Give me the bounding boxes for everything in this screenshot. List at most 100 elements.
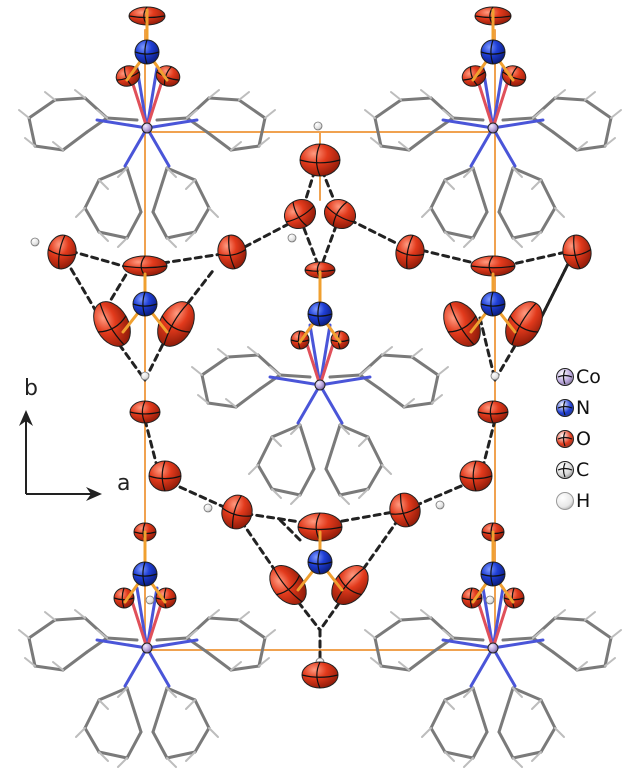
- nitrate-br-n-atom-body: [480, 561, 506, 587]
- o-atom-17: [395, 234, 425, 270]
- lig-tr-arm1-b3: [583, 98, 613, 120]
- lig-bl-con-0: [95, 638, 149, 650]
- nitrate-br-n-atom-octant-v: [490, 561, 494, 587]
- nitrate-lwall-n-atom-octant-v: [142, 291, 146, 317]
- lig-br-arm0-h1: [420, 609, 432, 619]
- lig-br-ring1-h0: [512, 687, 523, 698]
- lig-mid-ring0-b1: [256, 435, 274, 467]
- lig-bl-arm0-b3: [27, 618, 57, 640]
- lig-bl-ring1-h4: [166, 757, 177, 768]
- lig-br-con-1: [491, 638, 545, 650]
- lig-tl-arm1-h1: [208, 89, 220, 99]
- lig-tr-arm0-b0: [451, 116, 485, 122]
- lig-tl-ring1-b3: [165, 230, 197, 240]
- lig-tr-ring0-b5: [471, 166, 489, 214]
- o-atom-16: [157, 301, 195, 347]
- o-atom-27: [459, 460, 493, 492]
- legend-label-h: H: [576, 490, 591, 512]
- nitrate-tr-n-atom: [480, 39, 506, 65]
- lig-mid-con-1: [318, 375, 372, 387]
- lig-br-con-0: [441, 638, 495, 650]
- o-atom-24-octant-h: [148, 475, 182, 480]
- lig-tr-arm0-b3: [373, 98, 403, 120]
- legend-label-o: O: [576, 428, 591, 450]
- lig-bl-arm1-h3: [264, 629, 276, 639]
- lig-tl-arm1-b4: [257, 116, 267, 148]
- axis-label-a: a: [117, 471, 131, 496]
- lig-tl-ring0-h3: [98, 231, 109, 242]
- lig-br-arm1-b6: [551, 650, 579, 672]
- nitrate-tl-n-atom-octant-v: [144, 39, 148, 65]
- lig-tl-arm1-b6: [205, 130, 233, 152]
- lig-bl-arm1-h0: [186, 629, 198, 639]
- lig-br-ring0-b3: [443, 750, 475, 760]
- legend-item-o: O: [556, 426, 591, 452]
- lig-tl-ring1-b5: [151, 166, 169, 214]
- lig-bl-ring1-b1: [193, 698, 211, 730]
- lig-bl-arm0-b4: [27, 636, 37, 668]
- lig-br-ring1-b2: [539, 726, 557, 754]
- lig-tr-ring0-b2: [429, 206, 447, 234]
- lig-tl-arm0-h4: [24, 137, 36, 147]
- nitrate-br-n-atom: [480, 561, 506, 587]
- lig-mid-ring0-b3: [270, 487, 302, 497]
- o-atom-31-octant-v: [316, 661, 321, 689]
- o-atom-18-body: [562, 234, 592, 270]
- o-atom-5-octant-v: [509, 66, 518, 86]
- o-atom-13-body: [217, 234, 247, 270]
- lig-br-arm1-h2: [584, 611, 596, 621]
- lig-tl-ring1-b1: [193, 178, 211, 210]
- lig-bl-ring0-b2: [83, 726, 101, 754]
- ligand-layer: [18, 66, 622, 768]
- o-atom-22: [129, 400, 161, 424]
- lig-tl-arm0-b2: [53, 96, 87, 102]
- o-atom-7-body: [283, 198, 317, 230]
- nitrate-lwall-n-atom-octant-h: [132, 303, 158, 307]
- lig-tr-ring0-b1: [429, 178, 447, 210]
- lig-mid-con-2: [296, 383, 322, 425]
- lig-tl-ring1-h4: [166, 237, 177, 248]
- lig-mid-co-atom: [314, 379, 326, 391]
- lig-tl-arm1-b2: [207, 96, 241, 102]
- c-atom-icon: [556, 461, 574, 479]
- lig-br-ring1-b4: [497, 730, 515, 760]
- o-atom-7-octant-v: [292, 201, 308, 227]
- o-atom-23-octant-h: [477, 411, 509, 415]
- lig-bl-ring1-b4: [151, 730, 169, 760]
- o-atom-18-octant-v: [573, 235, 581, 270]
- lig-tl-ring0-b2: [83, 206, 101, 234]
- lig-mid-arm0-h4: [197, 394, 209, 404]
- lig-tl-arm0-h2: [44, 91, 56, 101]
- nitrate-bl-n-atom: [132, 561, 158, 587]
- nitrate-tr-n-atom-octant-v: [490, 39, 494, 65]
- o-atom-22-octant-v: [141, 400, 146, 424]
- lig-tr-arm1-h3: [610, 109, 622, 119]
- lig-tr-arm0-h4: [370, 137, 382, 147]
- lig-br-ring0-b2: [429, 726, 447, 754]
- lig-tr-ring0-h3: [444, 231, 455, 242]
- nitrate-rwall-n-atom-octant-h: [480, 303, 506, 307]
- o-atom-30-body: [331, 565, 369, 605]
- lig-tl-con-3: [145, 126, 171, 168]
- lig-tr-arm0-h0: [442, 109, 454, 119]
- lig-tr-coo-1: [491, 76, 511, 130]
- lig-tr-con-3: [491, 126, 517, 168]
- lig-mid-ring1-h1: [358, 436, 369, 447]
- o-atom-18: [562, 234, 592, 270]
- nitrate-lwall-n-atom: [132, 291, 158, 317]
- o-atom-27-octant-v: [472, 460, 477, 492]
- lig-bl-arm1-b5: [229, 664, 261, 672]
- lig-tl-arm0-b0: [105, 116, 139, 122]
- lig-mid-ring0-b2: [256, 463, 274, 491]
- lig-bl-arm1-b0: [155, 636, 189, 642]
- lig-br-con-3: [491, 646, 517, 688]
- lig-bl-arm1-b6: [205, 650, 233, 672]
- lig-tl-ring1-h2: [208, 207, 219, 218]
- lig-tl-arm0-h0: [96, 109, 108, 119]
- lig-br-ring0-b1: [429, 698, 447, 730]
- lig-br-arm0-b5: [379, 664, 411, 672]
- o-atom-2-octant-h: [156, 71, 180, 81]
- o-atom-17-octant-h: [395, 249, 424, 257]
- lig-bl-con-2: [123, 646, 149, 688]
- lig-tr-arm1-b2: [553, 96, 587, 102]
